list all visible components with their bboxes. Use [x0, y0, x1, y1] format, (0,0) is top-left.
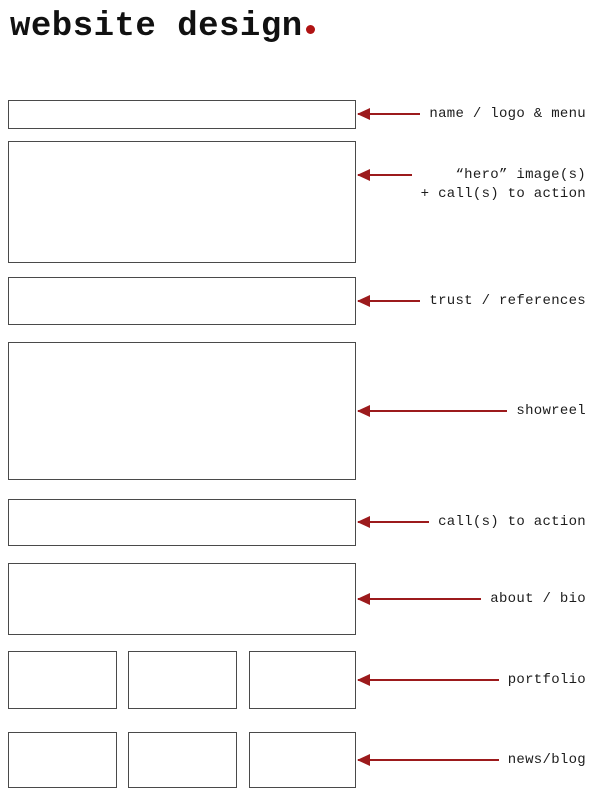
arrow-left-icon	[356, 108, 421, 120]
arrow-left-icon	[357, 169, 412, 181]
annotation-label: call(s) to action	[438, 513, 586, 530]
annotation-label: name / logo & menu	[429, 105, 586, 122]
annotation-label: showreel	[516, 402, 586, 419]
annotation-trust: trust / references	[356, 291, 586, 311]
wireframe-box-about	[8, 563, 356, 635]
annotation-header: name / logo & menu	[356, 104, 586, 124]
wireframe-box-showreel	[8, 342, 356, 480]
annotation-label-line1: “hero” image(s)	[455, 167, 586, 183]
annotation-label: “hero” image(s) + call(s) to action	[421, 166, 586, 204]
arrow-left-icon	[357, 674, 499, 686]
arrow-left-icon	[356, 295, 421, 307]
annotation-label: news/blog	[507, 751, 586, 768]
annotation-hero: “hero” image(s) + call(s) to action	[357, 166, 586, 204]
annotation-cta: call(s) to action	[356, 512, 586, 532]
wireframe-box-header	[8, 100, 356, 129]
red-period-dot	[305, 25, 315, 34]
wireframe-box-news-1	[8, 732, 117, 788]
annotation-label-line2: + call(s) to action	[420, 186, 586, 202]
wireframe-box-portfolio-2	[128, 651, 237, 709]
page-title: website design	[10, 8, 315, 46]
annotation-label: about / bio	[490, 590, 586, 607]
wireframe-box-news-2	[128, 732, 237, 788]
page-title-text: website design	[10, 8, 303, 46]
arrow-left-icon	[356, 405, 508, 417]
arrow-left-icon	[357, 754, 499, 766]
annotation-portfolio: portfolio	[357, 670, 586, 690]
arrow-left-icon	[356, 593, 482, 605]
wireframe-box-news-3	[249, 732, 356, 788]
wireframe-box-portfolio-3	[249, 651, 356, 709]
wireframe-box-portfolio-1	[8, 651, 117, 709]
wireframe-box-hero	[8, 141, 356, 263]
annotation-label: portfolio	[507, 671, 586, 688]
arrow-left-icon	[356, 516, 430, 528]
annotation-about: about / bio	[356, 589, 586, 609]
annotation-label: trust / references	[429, 292, 586, 309]
annotation-news: news/blog	[357, 750, 586, 770]
annotation-showreel: showreel	[356, 401, 586, 421]
wireframe-box-cta	[8, 499, 356, 546]
wireframe-box-trust	[8, 277, 356, 325]
